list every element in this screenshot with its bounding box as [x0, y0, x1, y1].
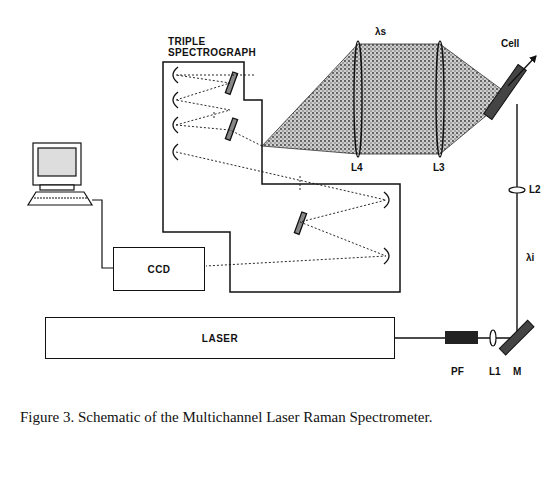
lens-l2	[509, 187, 525, 193]
part-label: L1	[488, 366, 502, 377]
part-label: PF	[450, 366, 465, 377]
computer-icon	[28, 143, 113, 268]
box-label: CCD	[147, 264, 170, 275]
lens-l1	[490, 330, 496, 346]
light-cone	[262, 44, 505, 154]
part-label: L2	[528, 184, 542, 195]
part-label: L4	[350, 162, 364, 173]
lens-l4	[354, 41, 362, 157]
part-label: λi	[525, 252, 535, 263]
box-label: LASER	[202, 333, 238, 344]
mirror-m	[499, 320, 534, 355]
laser-beam	[395, 104, 517, 338]
part-label: M	[512, 366, 522, 377]
part-label: L3	[432, 162, 446, 173]
reflected-beam	[508, 56, 536, 86]
laser-box: LASER	[45, 317, 395, 359]
spectrograph-optics	[173, 67, 389, 266]
ccd-box: CCD	[113, 247, 205, 291]
lens-l3	[436, 41, 444, 157]
part-label: λs	[374, 26, 387, 37]
part-label: Cell	[500, 38, 520, 49]
figure-caption: Figure 3. Schematic of the Multichannel …	[20, 408, 540, 427]
pf-filter	[445, 331, 478, 344]
housing-heading: TRIPLE SPECTROGRAPH	[168, 36, 258, 58]
